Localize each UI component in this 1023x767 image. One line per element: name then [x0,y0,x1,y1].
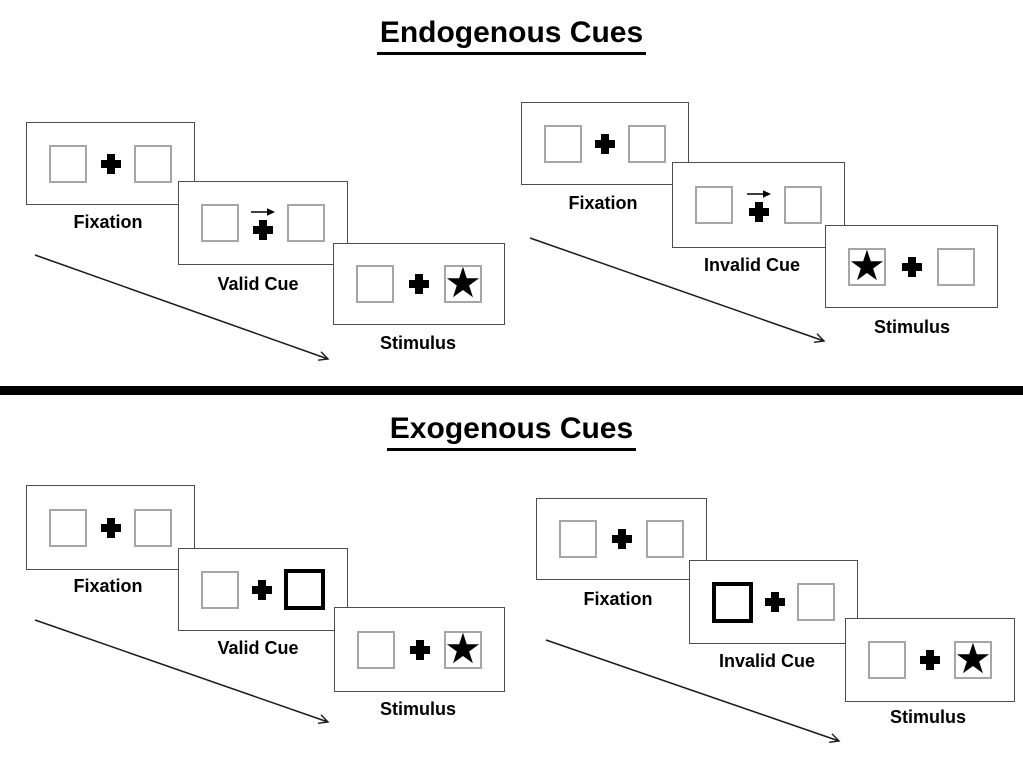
fixation-cross-icon [595,133,615,154]
panel-label: Fixation [583,589,653,609]
right-target-box: ★ [444,624,482,672]
target-star-icon: ★ [444,259,482,306]
section-title-text: Endogenous Cues [376,16,647,55]
left-placeholder-box [559,520,597,558]
endo-valid-time-arrow [34,254,328,359]
exo-valid-cue-panel [178,548,348,631]
center-stack [100,517,121,538]
right-placeholder-box [646,520,684,558]
right-placeholder-box [797,583,835,621]
fixation-cross-icon [765,592,785,612]
panel-label: Stimulus [379,699,456,719]
panel-label: Invalid Cue [718,651,816,671]
center-stack [901,256,922,277]
endo-invalid-cue-panel [672,162,845,248]
endo-valid-stimulus-panel: ★ [333,243,505,325]
center-stack [765,592,785,612]
center-stack [611,529,632,549]
panel-label: Stimulus [379,333,456,353]
section-title-text: Exogenous Cues [386,412,637,451]
endo-invalid-time-arrow [529,237,824,341]
right-target-box: ★ [954,635,992,682]
endo-invalid-fixation-panel [521,102,689,185]
right-cue-highlight-box [284,569,325,610]
center-stack [595,133,615,154]
exogenous-section-title: Exogenous Cues [0,412,1023,451]
fixation-cross-icon [748,201,769,222]
center-stack [250,207,276,240]
center-stack [746,189,772,222]
fixation-cross-icon [100,517,121,538]
right-placeholder-box [134,508,172,547]
fixation-cross-icon [611,529,632,549]
section-divider [0,386,1023,395]
endo-valid-fixation-panel [26,122,195,205]
exo-valid-stimulus-panel: ★ [334,607,505,692]
left-placeholder-box [49,508,87,547]
endogenous-section-title: Endogenous Cues [0,16,1023,55]
right-placeholder-box [628,124,666,163]
left-cue-highlight-box [712,581,753,623]
right-placeholder-box [287,204,325,242]
center-stack [920,650,940,670]
panel-label: Valid Cue [217,274,299,294]
target-star-icon: ★ [848,241,886,289]
fixation-cross-icon [409,274,429,294]
center-stack [251,579,272,600]
panel-label: Stimulus [889,707,966,727]
left-target-box: ★ [848,241,886,289]
left-placeholder-box [201,204,239,242]
exo-invalid-fixation-panel [536,498,707,580]
fixation-cross-icon [100,153,121,174]
exo-valid-time-arrow [34,619,328,722]
left-placeholder-box [868,641,906,679]
target-star-icon: ★ [954,635,992,682]
left-placeholder-box [49,144,87,183]
left-placeholder-box [357,630,395,669]
left-placeholder-box [356,265,394,303]
center-stack [409,274,429,294]
panel-label: Stimulus [873,317,950,337]
endo-valid-cue-panel [178,181,348,265]
cue-arrow-right-icon [251,207,275,216]
exo-valid-fixation-panel [26,485,195,570]
panel-label: Fixation [73,212,143,232]
right-placeholder-box [784,186,822,224]
right-placeholder-box [937,247,975,286]
fixation-cross-icon [901,256,922,277]
exo-invalid-stimulus-panel: ★ [845,618,1015,702]
fixation-cross-icon [920,650,940,670]
right-placeholder-box [134,144,172,183]
left-placeholder-box [201,570,239,609]
panel-label: Fixation [568,193,638,213]
center-stack [409,639,430,660]
left-placeholder-box [544,124,582,163]
panel-label: Fixation [73,576,143,596]
center-stack [100,153,121,174]
fixation-cross-icon [253,219,273,240]
target-star-icon: ★ [444,624,482,672]
cue-arrow-right-icon [746,189,771,198]
fixation-cross-icon [409,639,430,660]
left-placeholder-box [695,186,733,224]
endo-invalid-stimulus-panel: ★ [825,225,998,308]
exo-invalid-cue-panel [689,560,858,644]
fixation-cross-icon [251,579,272,600]
panel-label: Invalid Cue [703,255,801,275]
panel-label: Valid Cue [217,638,299,658]
right-target-box: ★ [444,259,482,306]
